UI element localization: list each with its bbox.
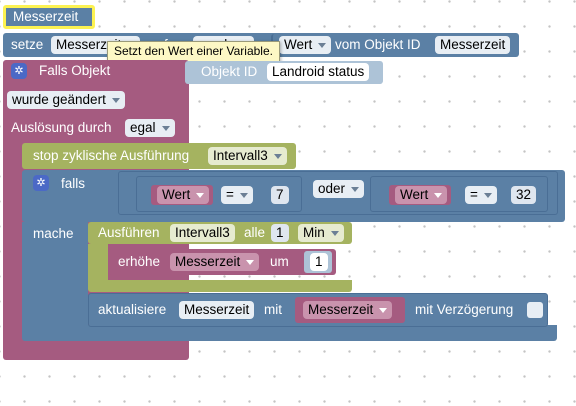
compare-right-op-dropdown[interactable]: = [465, 186, 497, 204]
object-id-block[interactable]: Objekt ID Landroid status [185, 61, 383, 84]
update-block[interactable]: aktualisiere Messerzeit mit Messerzeit m… [88, 293, 548, 327]
header-variable-block[interactable]: Messerzeit [3, 5, 95, 29]
var-left-dropdown[interactable]: Wert [157, 186, 210, 204]
of-object-label: vom Objekt ID [335, 37, 421, 52]
execute-amount-field[interactable]: 1 [271, 224, 289, 242]
execute-block-bottom [88, 280, 352, 292]
get-value-block[interactable]: Wert vom Objekt ID Messerzeit [271, 34, 515, 56]
var-right-dropdown[interactable]: Wert [395, 186, 448, 204]
set-label: setze [11, 37, 44, 52]
execute-block-body [88, 244, 108, 284]
stop-interval-dropdown[interactable]: Intervall3 [208, 147, 287, 165]
execute-interval-block[interactable]: Ausführen Intervall3 alle 1 Min [88, 222, 352, 244]
compare-left-block[interactable]: Wert = 7 [136, 176, 302, 212]
trigger-by-dropdown[interactable]: egal [125, 119, 175, 137]
object-id-label: Objekt ID [201, 64, 258, 79]
gear-icon[interactable]: ✲ [33, 175, 49, 191]
every-label: alle [244, 225, 266, 240]
trigger-label: Falls Objekt [39, 63, 111, 78]
compare-left-op-dropdown[interactable]: = [221, 186, 253, 204]
update-var-field[interactable]: Messerzeit [179, 301, 255, 319]
or-dropdown[interactable]: oder [313, 180, 365, 198]
changed-dropdown[interactable]: wurde geändert [7, 91, 125, 109]
execute-unit-dropdown[interactable]: Min [298, 224, 344, 242]
if-block-body [22, 222, 88, 338]
gear-icon[interactable]: ✲ [11, 63, 27, 79]
update-with-label: mit [264, 302, 282, 317]
update-label: aktualisiere [98, 302, 167, 317]
header-variable-label: Messerzeit [13, 9, 79, 24]
increment-label: erhöhe [118, 254, 161, 269]
update-value-dropdown[interactable]: Messerzeit [303, 301, 393, 319]
compare-right-block[interactable]: Wert = 32 [370, 176, 548, 212]
get-value-dropdown[interactable]: Wert [279, 36, 332, 54]
var-get-left[interactable]: Wert [151, 185, 213, 205]
update-delay-label: mit Verzögerung [415, 302, 514, 317]
if-block-bottom [22, 325, 557, 341]
increment-block[interactable]: erhöhe Messerzeit um 1 [108, 249, 336, 275]
trigger-by-label: Auslösung durch [11, 120, 112, 135]
increment-amount-field[interactable]: 1 [310, 253, 328, 271]
update-value-block[interactable]: Messerzeit [295, 297, 405, 323]
stop-interval-block[interactable]: stop zyklische Ausführung Intervall3 [22, 143, 296, 169]
increment-by-label: um [270, 254, 289, 269]
object-id-field[interactable]: Landroid status [267, 63, 370, 81]
do-label: mache [33, 226, 74, 241]
compare-left-value[interactable]: 7 [271, 186, 289, 204]
if-label: falls [61, 176, 86, 191]
var-get-right[interactable]: Wert [389, 185, 451, 205]
increment-var-dropdown[interactable]: Messerzeit [170, 253, 260, 271]
tooltip: Setzt den Wert einer Variable. [107, 41, 280, 63]
increment-number-block[interactable]: 1 [304, 251, 332, 273]
execute-label: Ausführen [98, 225, 160, 240]
get-object-field[interactable]: Messerzeit [435, 36, 511, 54]
stop-label: stop zyklische Ausführung [33, 148, 190, 163]
compare-right-value[interactable]: 32 [511, 186, 537, 204]
update-delay-checkbox[interactable] [527, 302, 543, 318]
execute-interval-field[interactable]: Intervall3 [170, 224, 235, 242]
